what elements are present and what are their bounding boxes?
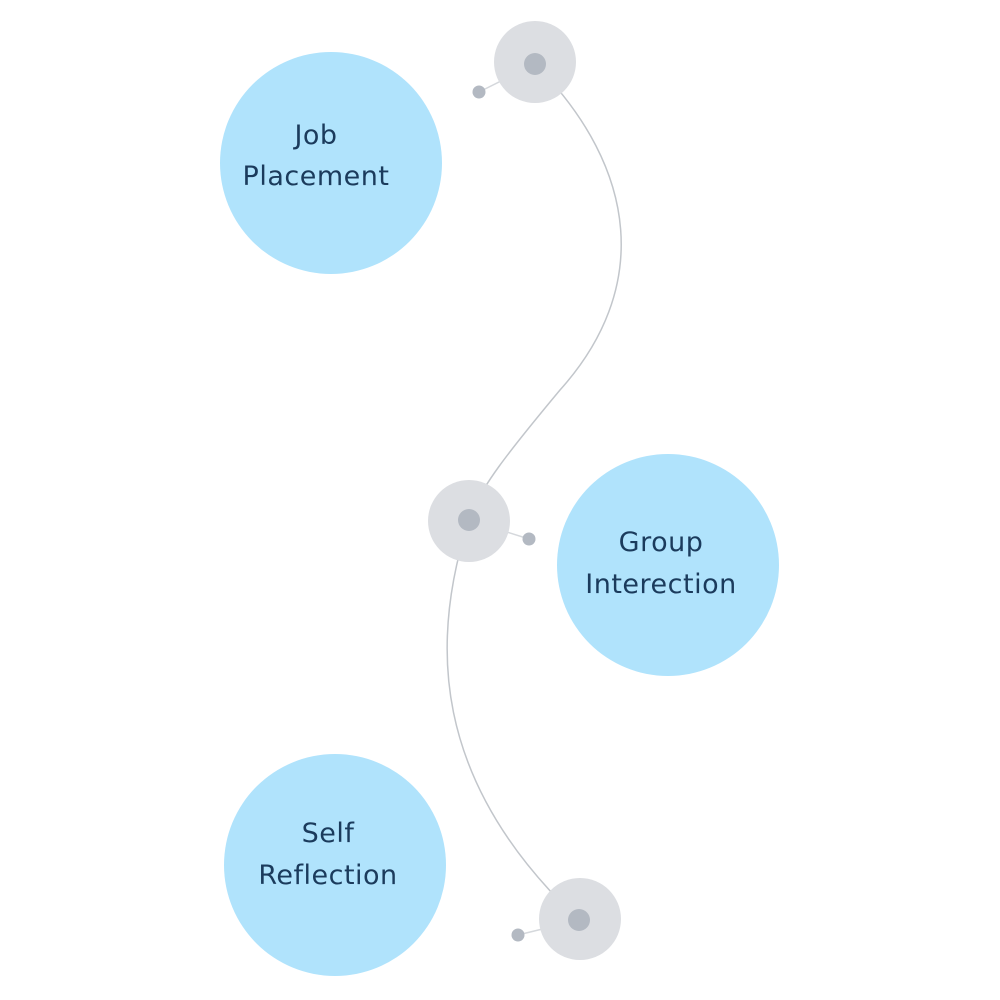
marker-dot xyxy=(568,909,590,931)
node-label-line: Reflection xyxy=(258,860,397,891)
node-job-placement: Job Placement xyxy=(220,21,576,274)
small-dot xyxy=(511,928,525,942)
node-self-reflection: Self Reflection xyxy=(224,754,621,976)
label-bubble xyxy=(224,754,446,976)
label-bubble xyxy=(220,52,442,274)
node-label-line: Self xyxy=(302,818,356,849)
label-bubble xyxy=(557,454,779,676)
small-dot xyxy=(522,532,536,546)
curved-connector xyxy=(446,63,622,921)
marker-dot xyxy=(458,509,480,531)
node-group-interection: Group Interection xyxy=(428,454,779,676)
node-label-line: Group xyxy=(619,527,704,558)
node-label-line: Interection xyxy=(585,569,736,600)
node-label-line: Job xyxy=(292,120,337,151)
small-dot xyxy=(472,85,486,99)
marker-dot xyxy=(524,53,546,75)
node-label-line: Placement xyxy=(243,161,390,192)
